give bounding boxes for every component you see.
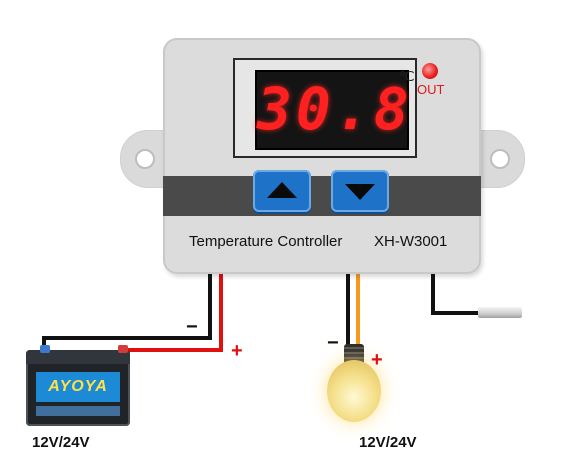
- decrease-button[interactable]: [331, 170, 389, 212]
- increase-button[interactable]: [253, 170, 311, 212]
- temperature-probe: [478, 307, 522, 318]
- battery-top: [26, 350, 130, 364]
- light-bulb-icon: [327, 360, 381, 422]
- display-frame: 30.8: [233, 58, 417, 158]
- battery-positive-sign: +: [231, 340, 243, 362]
- battery: AYOYA: [26, 345, 130, 426]
- triangle-down-icon: [345, 184, 375, 200]
- mounting-hole-icon: [135, 149, 155, 169]
- battery-voltage-label: 12V/24V: [32, 434, 90, 451]
- battery-negative-sign: −: [186, 316, 198, 338]
- mounting-hole-icon: [490, 149, 510, 169]
- bulb-positive-sign: +: [371, 349, 383, 371]
- triangle-up-icon: [267, 182, 297, 198]
- battery-stripe: [36, 406, 120, 416]
- led-display: 30.8: [255, 70, 409, 150]
- model-number: XH-W3001: [374, 233, 448, 250]
- unit-label: ℃: [399, 68, 415, 84]
- temperature-controller: 30.8 ℃ OUT Temperature Controller XH-W30…: [163, 38, 481, 274]
- output-indicator-led: [422, 63, 438, 79]
- battery-positive-wire: [122, 274, 223, 352]
- battery-negative-wire: [42, 274, 212, 346]
- output-indicator-label: OUT: [417, 82, 445, 97]
- bulb-voltage-label: 12V/24V: [359, 434, 417, 451]
- battery-brand-label: AYOYA: [36, 372, 120, 402]
- bulb-negative-sign: −: [327, 332, 339, 354]
- temperature-readout: 30.8: [257, 75, 413, 143]
- button-panel: [163, 176, 481, 216]
- battery-negative-terminal: [40, 345, 50, 353]
- battery-positive-terminal: [118, 345, 128, 353]
- product-title: Temperature Controller: [189, 233, 343, 250]
- sensor-wire: [431, 274, 480, 315]
